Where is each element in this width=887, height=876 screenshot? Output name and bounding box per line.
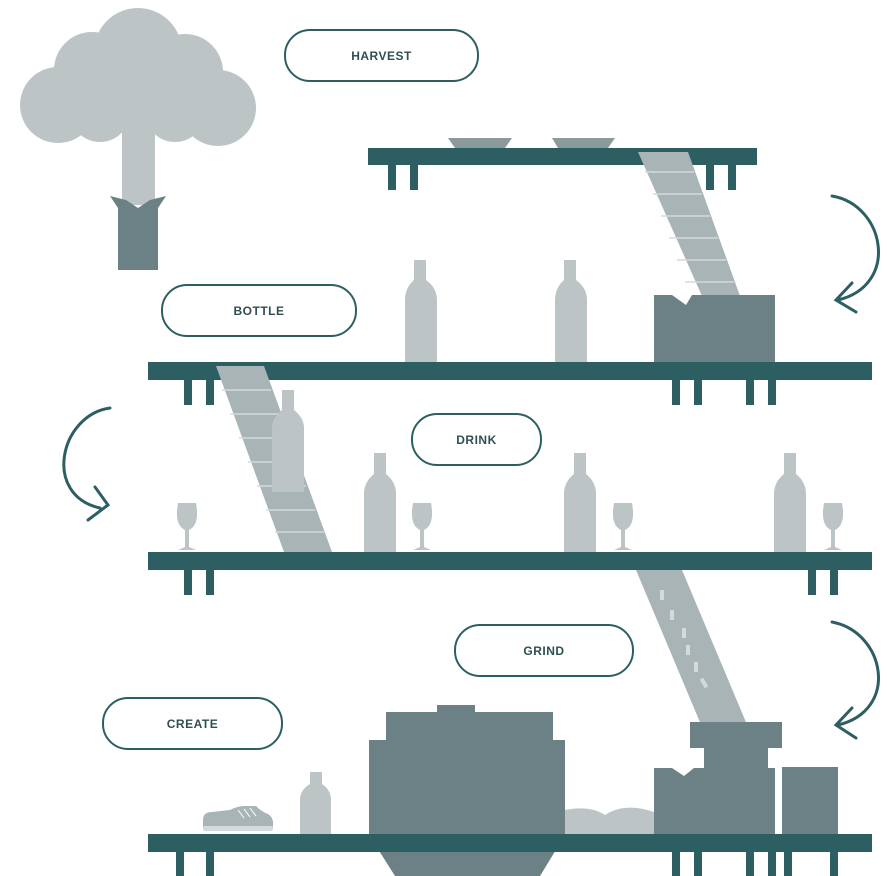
conveyor-lower xyxy=(636,570,748,727)
arrow-icon xyxy=(832,196,878,312)
harvest-label: HARVEST xyxy=(284,29,479,82)
drink-label: DRINK xyxy=(411,413,542,466)
grinder-machine xyxy=(654,722,838,835)
conveyor-top xyxy=(638,152,740,296)
conveyor-middle xyxy=(216,366,332,552)
shoe-icon xyxy=(203,806,273,831)
bottle-icon xyxy=(405,260,587,362)
bottle-icon xyxy=(300,772,331,834)
arrow-icon xyxy=(832,622,878,738)
grind-label: GRIND xyxy=(454,624,634,677)
bottle-label: BOTTLE xyxy=(161,284,357,337)
ground-material xyxy=(565,808,654,835)
bottling-machine xyxy=(654,295,775,362)
harvest-tray xyxy=(448,138,615,148)
plant-icon xyxy=(20,8,256,270)
create-label: CREATE xyxy=(102,697,283,750)
third-shelf xyxy=(148,552,872,595)
arrow-icon xyxy=(64,408,110,520)
bottle-icon xyxy=(364,453,806,552)
